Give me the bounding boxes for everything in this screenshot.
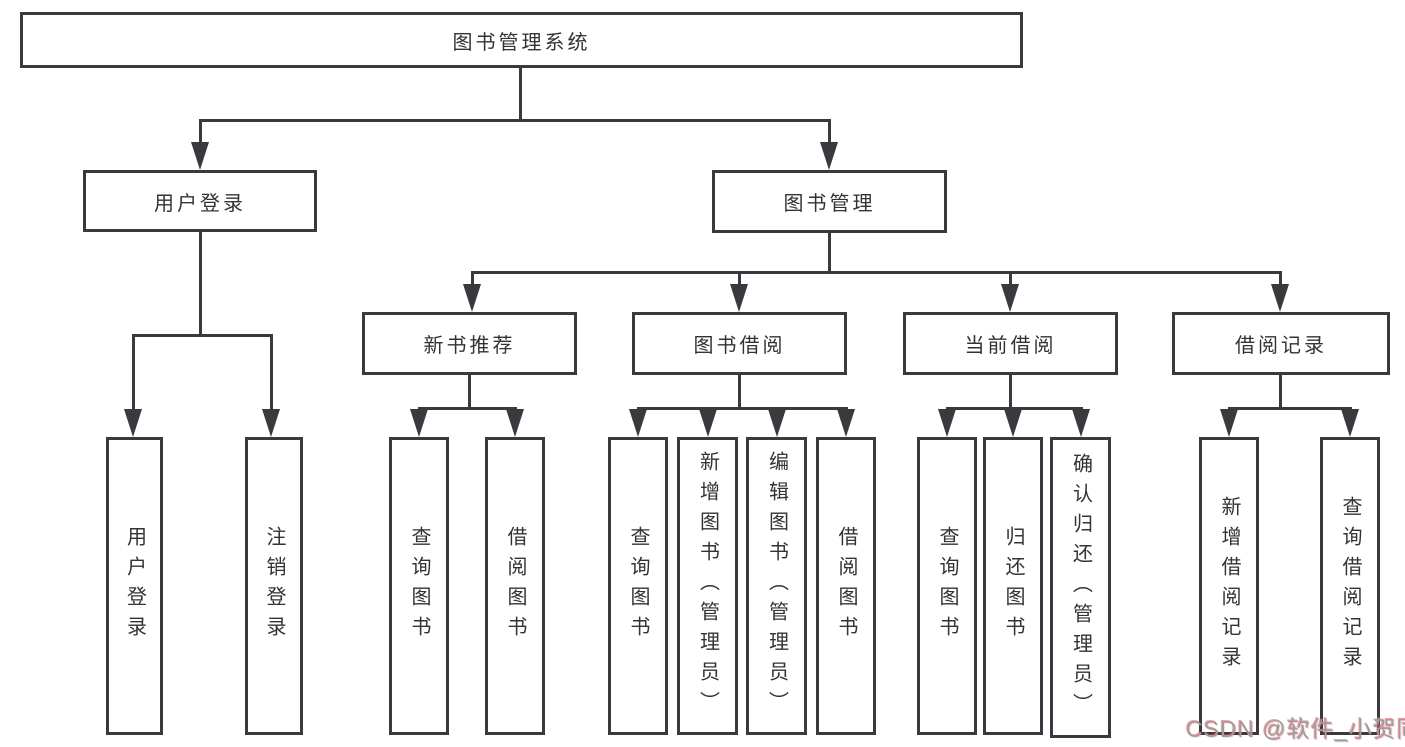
- node-book-management: 图书管理: [712, 170, 947, 233]
- arrow-down-icon: [124, 409, 142, 437]
- connector-line: [132, 334, 135, 414]
- leaf-return-book: 归还图书: [983, 437, 1043, 735]
- connector-line: [468, 375, 471, 408]
- arrow-down-icon: [1220, 409, 1238, 437]
- leaf-label: 新增图书（管理员）: [696, 451, 719, 721]
- arrow-down-icon: [730, 284, 748, 312]
- leaf-query-borrow-record: 查询借阅记录: [1320, 437, 1380, 735]
- node-user-login: 用户登录: [83, 170, 317, 232]
- leaf-logout: 注销登录: [245, 437, 303, 735]
- connector-line: [828, 233, 831, 272]
- leaf-label: 归还图书: [1002, 526, 1024, 646]
- connector-line: [199, 119, 831, 122]
- leaf-label: 查询图书: [408, 526, 430, 646]
- connector-line: [828, 119, 831, 149]
- arrow-down-icon: [629, 409, 647, 437]
- leaf-logout-label: 注销登录: [263, 526, 285, 646]
- arrow-down-icon: [820, 142, 838, 170]
- arrow-down-icon: [506, 409, 524, 437]
- leaf-label: 借阅图书: [504, 526, 526, 646]
- leaf-borrow-books: 借阅图书: [816, 437, 876, 735]
- connector-line: [199, 119, 202, 149]
- arrow-down-icon: [1004, 409, 1022, 437]
- connector-line: [132, 334, 273, 337]
- connector-line: [471, 271, 474, 287]
- connector-line: [738, 271, 741, 287]
- arrow-down-icon: [768, 409, 786, 437]
- leaf-label: 查询借阅记录: [1339, 496, 1361, 676]
- arrow-down-icon: [463, 284, 481, 312]
- connector-line: [1009, 375, 1012, 408]
- node-new-book-recommendation: 新书推荐: [362, 312, 577, 375]
- connector-line: [738, 375, 741, 408]
- leaf-query-books-current: 查询图书: [917, 437, 977, 735]
- arrow-down-icon: [262, 409, 280, 437]
- leaf-add-borrow-record: 新增借阅记录: [1199, 437, 1259, 735]
- arrow-down-icon: [1072, 409, 1090, 437]
- node-book-borrowing-label: 图书借阅: [693, 335, 786, 357]
- node-new-book-label: 新书推荐: [423, 335, 516, 357]
- leaf-query-books-recommend: 查询图书: [389, 437, 449, 735]
- arrow-down-icon: [699, 409, 717, 437]
- arrow-down-icon: [938, 409, 956, 437]
- connector-line: [1279, 271, 1282, 287]
- node-current-borrowing: 当前借阅: [903, 312, 1118, 375]
- arrow-down-icon: [1271, 284, 1289, 312]
- node-user-login-label: 用户登录: [154, 192, 246, 215]
- leaf-borrow-books-recommend: 借阅图书: [485, 437, 545, 735]
- arrow-down-icon: [837, 409, 855, 437]
- connector-line: [270, 334, 273, 414]
- leaf-confirm-return-admin: 确认归还（管理员）: [1050, 437, 1111, 738]
- connector-line: [1009, 271, 1012, 287]
- arrow-down-icon: [1341, 409, 1359, 437]
- connector-line: [637, 407, 847, 410]
- leaf-label: 新增借阅记录: [1218, 496, 1240, 676]
- connector-line: [199, 232, 202, 335]
- leaf-label: 借阅图书: [835, 526, 857, 646]
- arrow-down-icon: [410, 409, 428, 437]
- connector-line: [519, 68, 522, 120]
- leaf-label: 查询图书: [627, 526, 649, 646]
- leaf-label: 编辑图书（管理员）: [765, 451, 788, 721]
- csdn-watermark: CSDN @软件_小贺同学: [1186, 716, 1405, 742]
- node-book-borrowing: 图书借阅: [632, 312, 847, 375]
- node-borrowing-records: 借阅记录: [1172, 312, 1390, 375]
- node-root-label: 图书管理系统: [452, 31, 591, 54]
- arrow-down-icon: [191, 142, 209, 170]
- node-current-borrowing-label: 当前借阅: [964, 335, 1057, 357]
- node-borrowing-records-label: 借阅记录: [1235, 335, 1327, 357]
- connector-line: [418, 407, 516, 410]
- node-book-management-label: 图书管理: [783, 193, 876, 215]
- leaf-user-login: 用户登录: [106, 437, 163, 735]
- leaf-label: 查询图书: [936, 526, 958, 646]
- connector-line: [1279, 375, 1282, 408]
- connector-line: [471, 271, 1281, 274]
- leaf-add-book-admin: 新增图书（管理员）: [677, 437, 738, 735]
- node-root: 图书管理系统: [20, 12, 1023, 68]
- leaf-edit-book-admin: 编辑图书（管理员）: [746, 437, 807, 735]
- arrow-down-icon: [1001, 284, 1019, 312]
- leaf-query-books-borrow: 查询图书: [608, 437, 668, 735]
- leaf-label: 确认归还（管理员）: [1069, 452, 1092, 723]
- leaf-user-login-label: 用户登录: [123, 526, 146, 646]
- connector-line: [1228, 407, 1351, 410]
